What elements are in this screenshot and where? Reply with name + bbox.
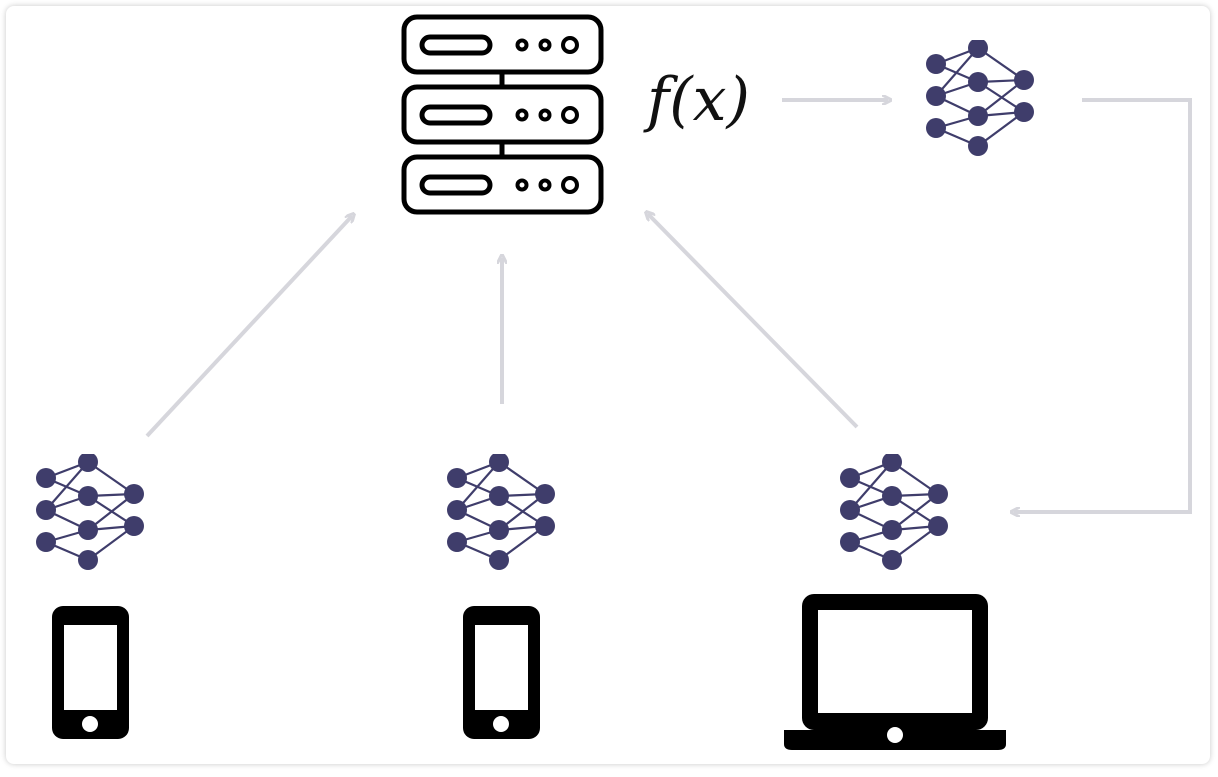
- client-3-network-icon: [840, 454, 950, 572]
- client-1-network-icon: [36, 454, 146, 572]
- edge-client-3-to-server: [648, 214, 859, 429]
- diagram-card: [6, 6, 1210, 764]
- client-1-smartphone-icon: [52, 606, 129, 739]
- global-model-network-icon: [926, 40, 1036, 158]
- edge-global-model-to-client-3: [1014, 98, 1192, 512]
- function-label: f(x): [647, 65, 750, 135]
- client-2-network-icon: [447, 454, 557, 572]
- client-3-laptop-icon: [784, 594, 1006, 750]
- client-2-smartphone-icon: [463, 606, 540, 739]
- server-rack-icon: [401, 14, 604, 215]
- edge-client-1-to-server: [145, 216, 352, 438]
